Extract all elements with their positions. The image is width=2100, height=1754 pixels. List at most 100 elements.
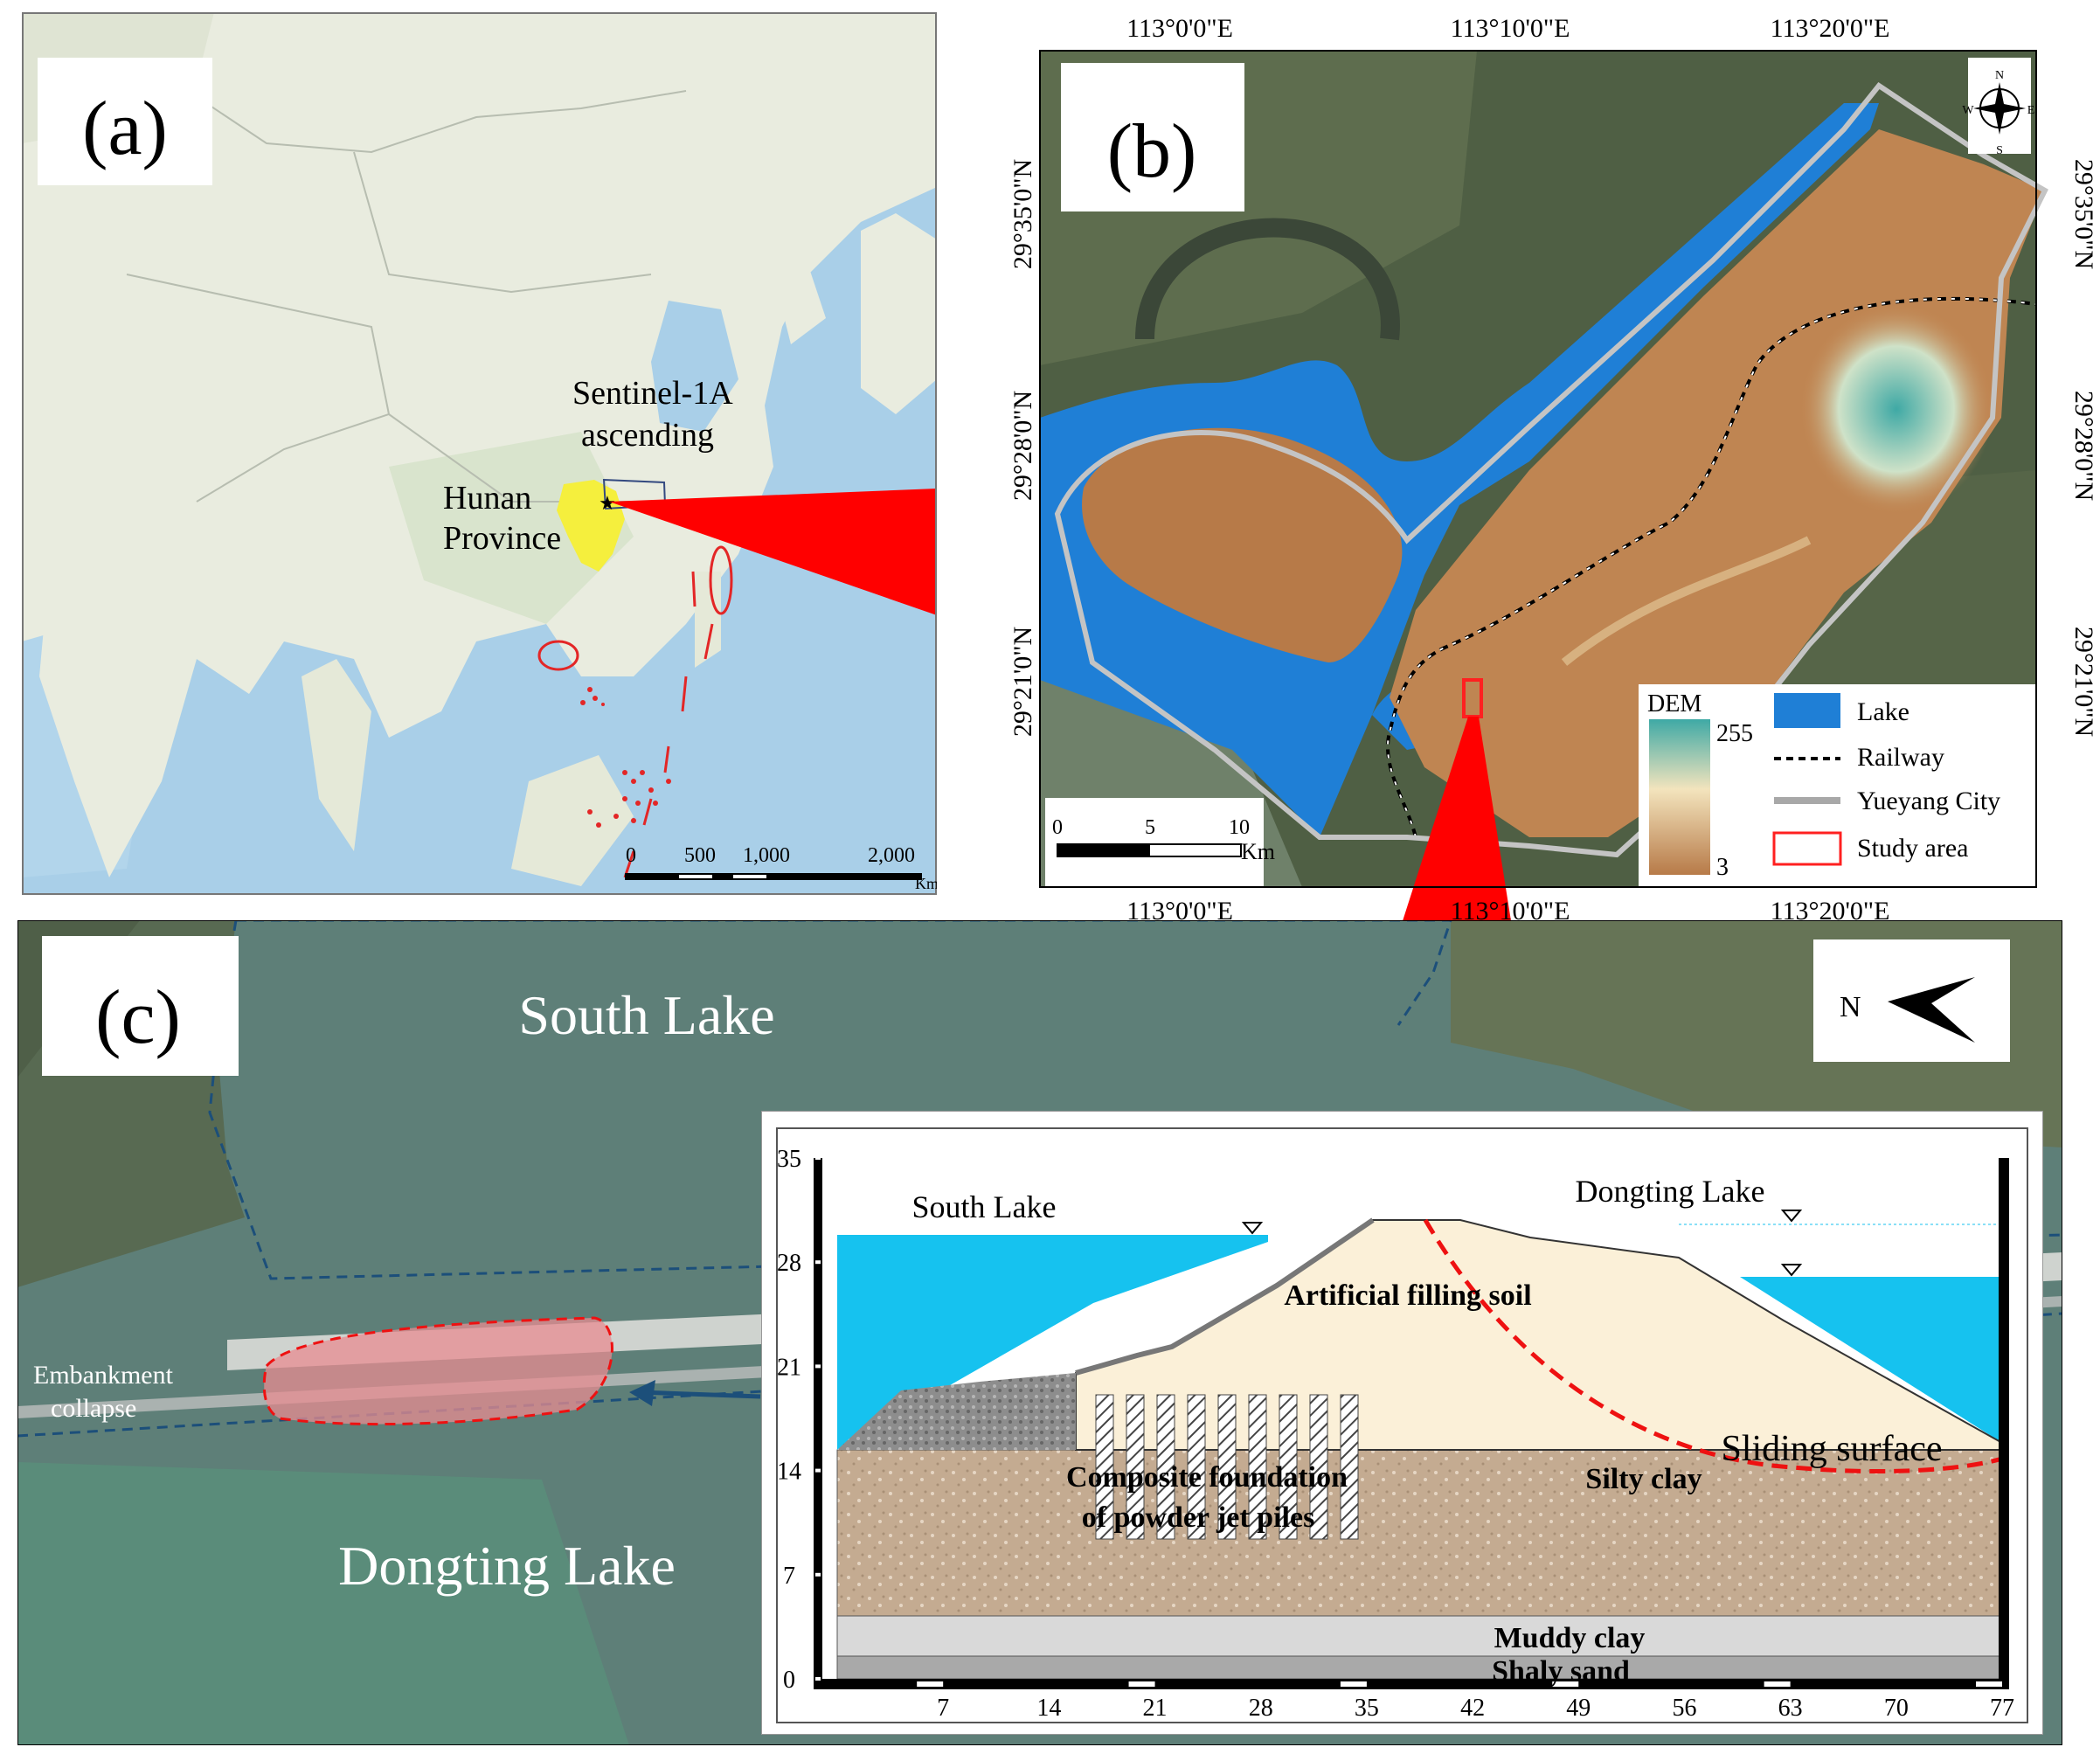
scale-tick: 2,000 (868, 844, 915, 867)
scale-tick: 5 (1145, 816, 1155, 839)
compass-rose-icon (1973, 82, 2026, 135)
y-tick-mark (815, 1677, 821, 1681)
japan (861, 213, 937, 414)
sentinel-label: Sentinel-1A (572, 375, 733, 412)
y-tick-mark (815, 1156, 821, 1160)
collapse-arrow-head (629, 1380, 655, 1406)
taiwan-outline (709, 545, 733, 615)
water-level-icon (1241, 1222, 1264, 1235)
y-tick-label: 35 (777, 1146, 801, 1173)
composite-label: of powder jet piles (1082, 1501, 1315, 1534)
legend-railway: Railway (1857, 743, 1944, 772)
label-box (1061, 63, 1244, 211)
scale-tick: 500 (684, 844, 716, 867)
section-dongting-lake-label: Dongting Lake (1576, 1174, 1765, 1209)
india (39, 554, 197, 877)
lake-area (1040, 103, 1879, 837)
x-tick-mark (1869, 1681, 1896, 1687)
x-tick-label: 77 (1990, 1695, 2014, 1722)
coord-right: 29°28'0"N (2069, 391, 2098, 501)
dem-ridge (1561, 536, 1812, 666)
dem-max: 255 (1716, 720, 1753, 747)
borneo (511, 755, 634, 886)
scale-tick: 0 (1052, 816, 1063, 839)
hainan-outline (537, 640, 579, 671)
collapse-arrow (639, 1390, 761, 1399)
muddy-clay-label: Muddy clay (1494, 1622, 1646, 1654)
inset-inner-frame (776, 1127, 2028, 1723)
scale-bar: 0 500 1,000 2,000 Km (625, 844, 937, 892)
scale-unit: Km (1241, 839, 1275, 864)
x-tick-label: 70 (1884, 1695, 1909, 1722)
panel-label: (c) (95, 975, 181, 1060)
dem-title: DEM (1647, 690, 1701, 718)
dem-terrain-west (1082, 427, 1403, 662)
legend-lake-swatch (1774, 693, 1840, 728)
north-arrow-icon (1888, 977, 1975, 1043)
coord-right: 29°21'0"N (2069, 627, 2098, 737)
x-tick-label: 14 (1036, 1695, 1061, 1722)
coord-left: 29°35'0"N (1008, 159, 1037, 269)
x-tick-mark (1340, 1681, 1367, 1687)
legend-lake: Lake (1857, 697, 1909, 726)
shaly-sand-layer (836, 1655, 2003, 1680)
y-tick-mark (815, 1364, 821, 1369)
powder-jet-piles (1095, 1394, 1359, 1540)
scale-unit: Km (915, 875, 937, 892)
panel-a-overview-map: ★ (a) Sentinel-1A ascending Hunan Provin… (22, 12, 937, 895)
x-tick-label: 56 (1672, 1695, 1696, 1722)
sea (22, 187, 937, 895)
x-tick-mark (1022, 1681, 1050, 1687)
dem-min: 3 (1716, 854, 1729, 881)
north-label: N (1840, 991, 1861, 1023)
south-lake-water (837, 1235, 1268, 1450)
coord-left: 29°28'0"N (1008, 391, 1037, 501)
scale-tick: 1,000 (743, 844, 790, 867)
shaly-sand-label: Shaly sand (1492, 1655, 1630, 1688)
water-level-icon (1780, 1210, 1803, 1223)
slope-protection (1075, 1217, 1375, 1376)
x-tick-label: 49 (1566, 1695, 1591, 1722)
silty-clay-layer (836, 1449, 2003, 1617)
star-icon: ★ (599, 492, 616, 514)
philippines (695, 572, 721, 668)
korea (773, 266, 826, 344)
oxbow-river (1135, 218, 1400, 341)
gravel-slope (837, 1373, 1076, 1450)
label-box (38, 58, 212, 185)
muddy-clay-layer (836, 1615, 2003, 1657)
compass-w: W (1962, 104, 1974, 117)
railway-line-white (1387, 297, 2037, 838)
x-tick-label: 7 (937, 1695, 949, 1722)
section-south-lake-label: South Lake (912, 1189, 1057, 1224)
scale-box (1045, 798, 1264, 887)
island-dots (580, 687, 671, 828)
scale-tick: 0 (626, 844, 636, 867)
indochina (301, 659, 371, 851)
water-level-icon (1780, 1264, 1803, 1277)
x-tick-mark (1128, 1681, 1155, 1687)
label-box (42, 936, 239, 1076)
x-tick-mark (1658, 1681, 1685, 1687)
y-tick-mark (815, 1468, 821, 1473)
panel-b-study-region: N S E W (b) 0 5 10 Km DEM 255 3 Lake Rai… (1005, 0, 2100, 926)
coord-left: 29°21'0"N (1008, 627, 1037, 737)
x-tick-label: 35 (1355, 1695, 1379, 1722)
overview-map-svg: ★ (a) Sentinel-1A ascending Hunan Provin… (22, 12, 937, 895)
y-tick-label: 28 (777, 1250, 801, 1277)
yellow-sea (651, 301, 738, 432)
y-axis-bar (814, 1158, 822, 1679)
dem-high-relief (1800, 304, 1993, 514)
x-tick-label: 63 (1778, 1695, 1803, 1722)
y-tick-label: 14 (777, 1459, 801, 1486)
compass-s: S (1996, 144, 2003, 157)
dongting-lake-water (1740, 1277, 2002, 1443)
y-tick-mark (815, 1572, 821, 1577)
land-shading (389, 432, 634, 624)
lake-boundary (236, 920, 1452, 1026)
y-tick-label: 21 (777, 1354, 801, 1381)
x-tick-mark (1976, 1681, 2002, 1687)
